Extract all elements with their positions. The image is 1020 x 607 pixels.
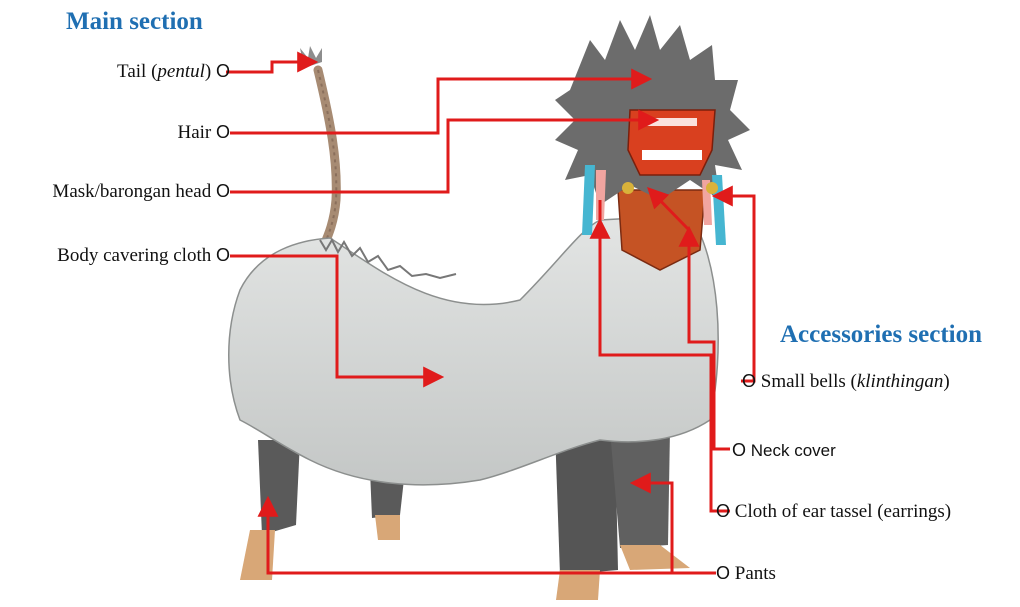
label-pants: O Pants <box>716 562 776 585</box>
marker-pants: O <box>716 563 730 583</box>
label-mask: Mask/barongan head O <box>52 180 230 203</box>
marker-mask: O <box>216 181 230 201</box>
label-bells-text: Small bells ( <box>756 371 857 392</box>
label-bells-italic: klinthingan <box>857 371 944 392</box>
main-section-heading: Main section <box>66 8 203 36</box>
marker-body: O <box>216 245 230 265</box>
marker-tassel: O <box>716 501 730 521</box>
label-tail-italic: pentul <box>157 61 205 82</box>
label-small-bells: O Small bells (klinthingan) <box>742 370 950 393</box>
accessories-section-heading: Accessories section <box>780 321 982 349</box>
label-bells-after: ) <box>943 371 949 392</box>
tail <box>300 46 336 250</box>
label-hair: Hair O <box>177 121 230 144</box>
label-ear-tassel: O Cloth of ear tassel (earrings) <box>716 500 951 523</box>
label-neck-cover: O Neck cover <box>732 439 836 462</box>
label-pants-text: Pants <box>730 563 776 584</box>
leader-tail <box>226 62 314 72</box>
label-mask-text: Mask/barongan head <box>52 181 216 202</box>
marker-neck: O <box>732 440 746 460</box>
label-body-text: Body cavering cloth <box>57 245 216 266</box>
label-tail-text: Tail ( <box>117 61 157 82</box>
label-tail: Tail (pentul) O <box>117 60 230 83</box>
label-tail-after: ) <box>205 61 216 82</box>
label-hair-text: Hair <box>177 122 216 143</box>
marker-bells: O <box>742 371 756 391</box>
label-tassel-text: Cloth of ear tassel (earrings) <box>730 501 951 522</box>
label-neck-text: Neck cover <box>746 441 836 460</box>
marker-tail: O <box>216 61 230 81</box>
label-body-cloth: Body cavering cloth O <box>57 244 230 267</box>
marker-hair: O <box>216 122 230 142</box>
